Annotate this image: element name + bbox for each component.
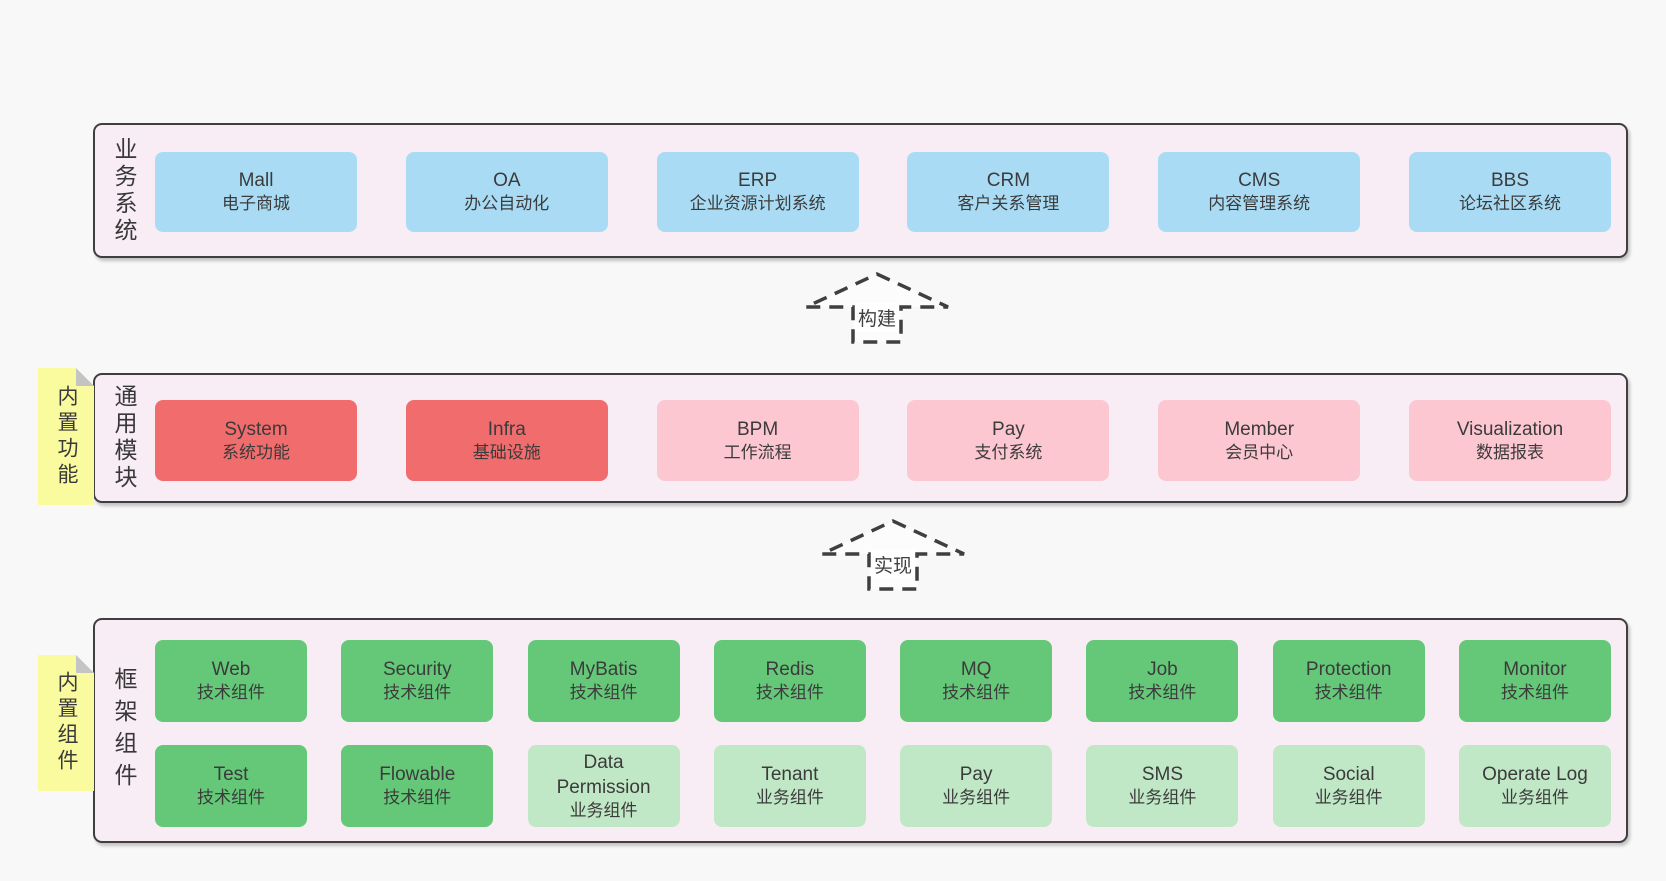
build-arrow-label: 构建 [854,303,900,332]
box-pay-module: Pay 支付系统 [907,400,1110,481]
layer-common-modules: 通用模块 System 系统功能 Infra 基础设施 BPM 工作流程 Pay… [93,373,1628,503]
box-system: System 系统功能 [155,400,357,481]
box-flowable: Flowable 技术组件 [341,745,494,827]
box-infra: Infra 基础设施 [405,400,608,481]
box-cms: CMS 内容管理系统 [1158,152,1361,232]
box-social: Social 业务组件 [1272,745,1425,827]
box-bpm: BPM 工作流程 [656,400,859,481]
box-crm: CRM 客户关系管理 [907,152,1110,232]
box-oa: OA 办公自动化 [405,152,608,232]
build-arrow: 构建 [802,271,952,345]
box-mybatis: MyBatis 技术组件 [527,640,680,722]
box-operate-log: Operate Log 业务组件 [1458,745,1611,827]
box-bbs: BBS 论坛社区系统 [1408,152,1611,232]
note-fold-corner-icon [76,368,94,386]
layer-framework-components: 框架组件 Web 技术组件 Security 技术组件 MyBatis 技术组件… [93,618,1628,843]
layer-business-systems: 业务系统 Mall 电子商城 OA 办公自动化 ERP 企业资源计划系统 CRM… [93,123,1628,258]
box-job: Job 技术组件 [1086,640,1239,722]
box-security: Security 技术组件 [341,640,494,722]
box-web: Web 技术组件 [155,640,307,722]
box-test: Test 技术组件 [155,745,307,827]
box-member: Member 会员中心 [1158,400,1361,481]
implement-arrow: 实现 [818,518,968,592]
box-tenant: Tenant 业务组件 [713,745,866,827]
box-sms: SMS 业务组件 [1086,745,1239,827]
box-data-permission: Data Permission 业务组件 [527,745,680,827]
note-fold-corner-icon [76,655,94,673]
modules-boxes-row: System 系统功能 Infra 基础设施 BPM 工作流程 Pay 支付系统… [155,400,1611,481]
components-layer-label: 框架组件 [111,666,137,795]
box-erp: ERP 企业资源计划系统 [656,152,859,232]
implement-arrow-label: 实现 [870,550,916,579]
box-mall: Mall 电子商城 [155,152,357,232]
box-redis: Redis 技术组件 [713,640,866,722]
tech-components-row: Web 技术组件 Security 技术组件 MyBatis 技术组件 Redi… [155,640,1611,722]
box-protection: Protection 技术组件 [1272,640,1425,722]
sticky-note-builtin-functions: 内置功能 [38,368,94,505]
box-mq: MQ 技术组件 [900,640,1053,722]
box-monitor: Monitor 技术组件 [1458,640,1611,722]
box-pay-component: Pay 业务组件 [900,745,1053,827]
business-layer-label: 业务系统 [111,136,137,245]
modules-layer-label: 通用模块 [111,384,137,492]
biz-components-row: Test 技术组件 Flowable 技术组件 Data Permission … [155,745,1611,827]
business-boxes-row: Mall 电子商城 OA 办公自动化 ERP 企业资源计划系统 CRM 客户关系… [155,152,1611,232]
box-visualization: Visualization 数据报表 [1408,400,1611,481]
sticky-note-builtin-components: 内置组件 [38,655,94,791]
